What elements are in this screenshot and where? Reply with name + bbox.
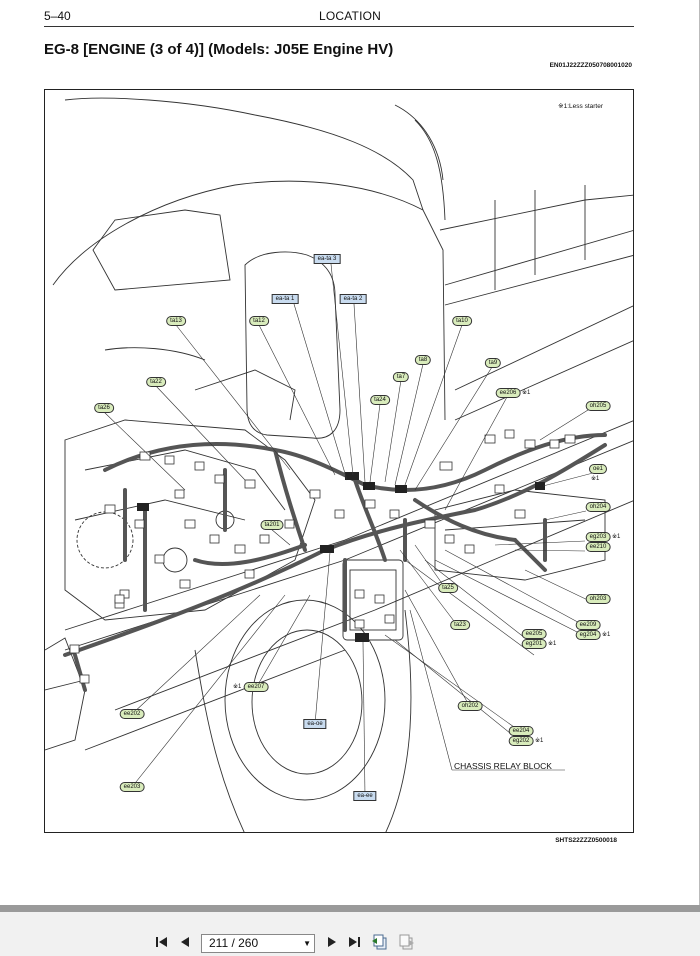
engine-illustration [45,97,633,832]
connector-ta23: ta23 [450,620,470,630]
star-mark-eg202: ※1 [535,738,544,744]
connector-ee202: ee202 [119,709,145,719]
connector-ta24: ta24 [370,395,390,405]
page-number-select[interactable]: 211 / 260 ▼ [201,934,315,953]
connector-ea-ta2: ea-ta 2 [339,294,367,304]
last-page-icon[interactable] [345,933,363,951]
star-mark-eg201: ※1 [548,641,557,647]
connector-ee210: ee210 [585,542,611,552]
header-rule [44,26,634,27]
footnote-less-starter: ※1:Less starter [558,103,603,110]
connector-ta13: ta13 [166,316,186,326]
connector-ta8: ta8 [414,355,432,365]
connector-ee203: ee203 [119,782,145,792]
connector-ea-ta3: ea-ta 3 [313,254,341,264]
connector-ee204: ee204 [508,726,534,736]
connector-oh204: oh204 [585,502,611,512]
pdf-toolbar [0,912,700,956]
connector-ta22: ta22 [146,377,166,387]
connector-ta10: ta10 [452,316,472,326]
connector-oe1: oe1 [588,464,608,474]
connector-ea-ta1: ea-ta 1 [271,294,299,304]
star-mark-ee207: ※1 [233,684,242,690]
connector-ea-ee: ea-ee [353,791,377,801]
viewer-scrollbar[interactable] [0,905,700,912]
connector-ee206: ee206 [495,388,521,398]
section-heading: LOCATION [318,9,382,23]
connector-ee209: ee209 [575,620,601,630]
previous-view-icon[interactable] [370,933,390,951]
connector-ta9: ta9 [484,358,502,368]
first-page-icon[interactable] [153,933,171,951]
connector-ea-oe: ea-oe [303,719,327,729]
connector-ee207: ee207 [243,682,269,692]
connector-oh202: oh202 [457,701,483,711]
connector-oh203: oh203 [585,594,611,604]
connector-ta26: ta26 [94,403,114,413]
chevron-down-icon: ▼ [303,939,311,948]
connector-ta25: ta25 [438,583,458,593]
previous-page-icon[interactable] [177,933,193,951]
connector-eg201: eg201 [521,639,547,649]
doc-code-bottom: SHTS22ZZZ0500018 [555,837,617,844]
star-mark-ee206: ※1 [522,390,531,396]
next-view-icon[interactable] [396,933,416,951]
next-page-icon[interactable] [324,933,340,951]
connector-ta7: ta7 [392,372,410,382]
connector-eg202: eg202 [508,736,534,746]
connector-oh205: oh205 [585,401,611,411]
connector-ee205: ee205 [521,629,547,639]
star-mark-oe1: ※1 [591,476,600,482]
connector-ta12: ta12 [249,316,269,326]
chassis-relay-block-label: CHASSIS RELAY BLOCK [454,761,552,771]
location-diagram: ※1:Less starter CHASSIS RELAY BLOCK ea-t… [44,89,634,833]
connector-ta201: ta201 [260,520,284,530]
doc-code-top: EN01J22ZZZ050708001020 [549,62,632,69]
star-mark-eg204: ※1 [602,632,611,638]
star-mark-eg203: ※1 [612,534,621,540]
document-page: 5–40 LOCATION EG-8 [ENGINE (3 of 4)] (Mo… [44,0,700,905]
page-number-label: 5–40 [44,9,71,23]
page-indicator: 211 / 260 [209,936,259,950]
connector-eg204: eg204 [575,630,601,640]
connector-eg203: eg203 [585,532,611,542]
page-title: EG-8 [ENGINE (3 of 4)] (Models: J05E Eng… [44,41,394,58]
